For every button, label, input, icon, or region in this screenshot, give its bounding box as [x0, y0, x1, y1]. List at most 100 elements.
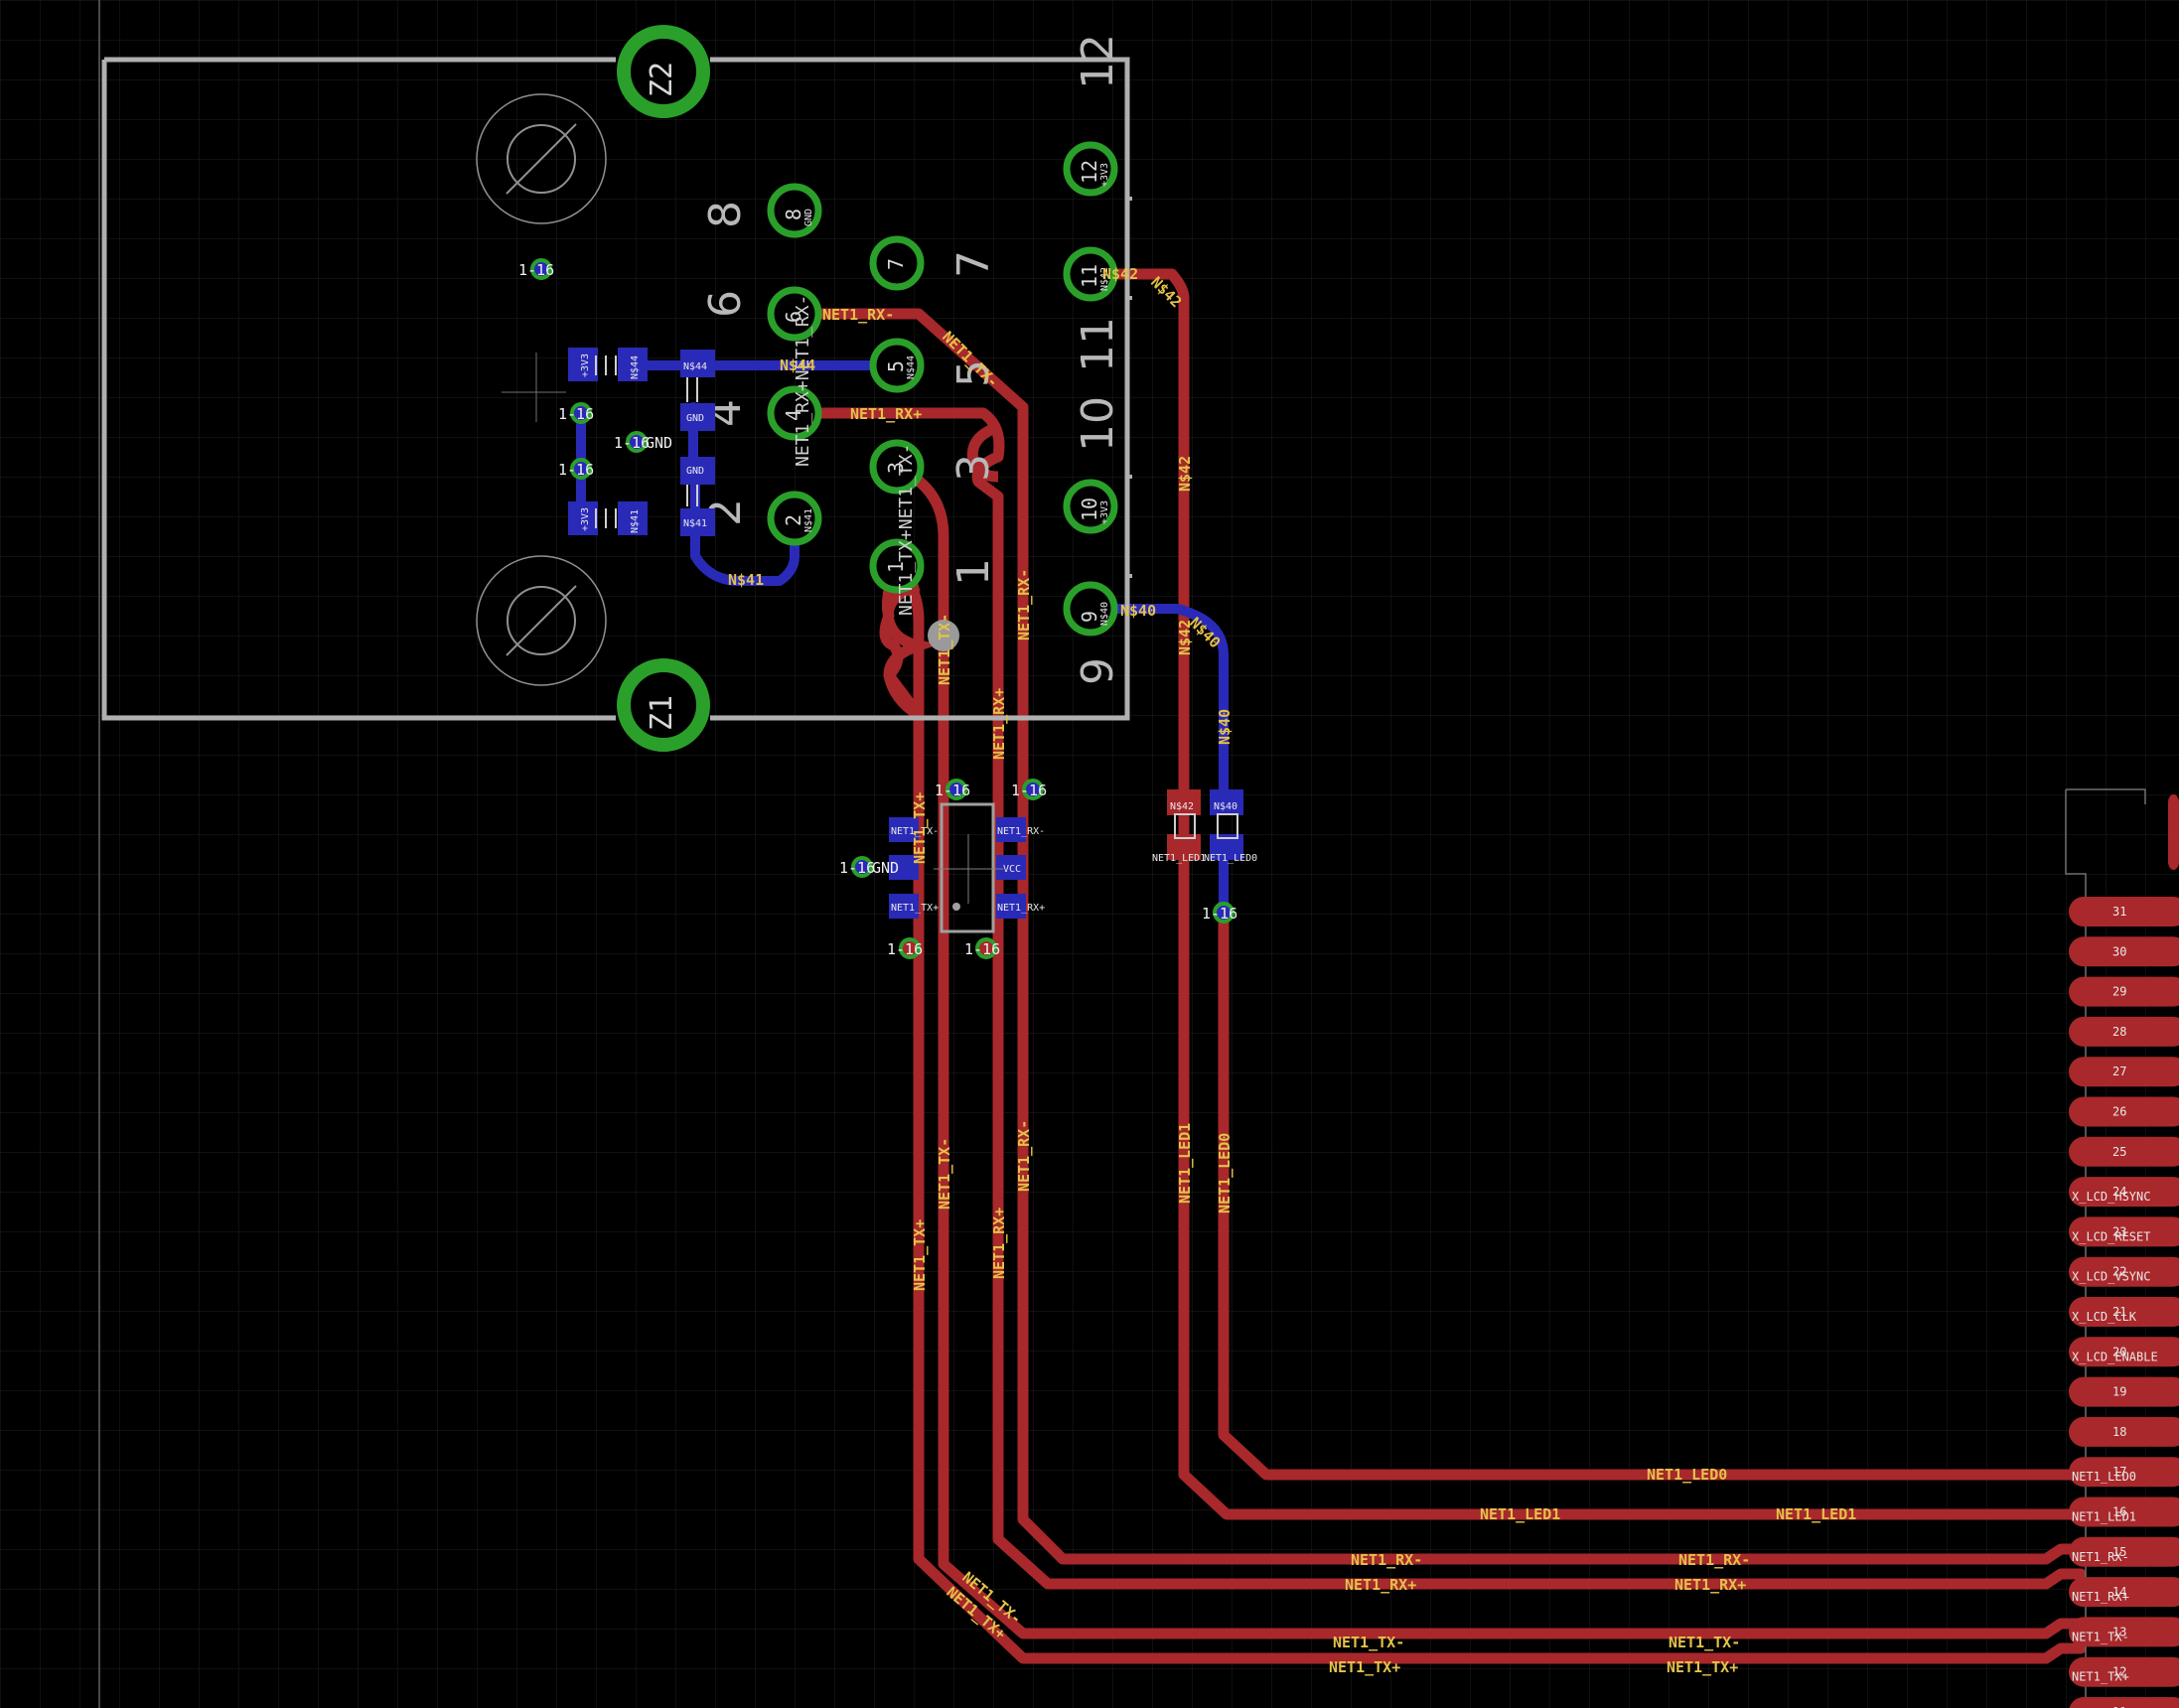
lbl-rx-minus-h1: NET1_RX-: [1351, 1551, 1422, 1569]
led-resistors[interactable]: N$42 N$40 NET1_LED1 NET1_LED0: [1152, 789, 1257, 864]
svg-text:3: 3: [884, 462, 908, 474]
svg-text:1-16: 1-16: [518, 261, 554, 279]
header-pad: [2069, 1416, 2179, 1447]
silk-8: 8: [700, 201, 751, 228]
mount-ring-z2[interactable]: Z2: [617, 25, 710, 118]
pad-6: 6: [767, 286, 822, 342]
header-pin[interactable]: 26: [2069, 1096, 2179, 1127]
header-pin-number: 29: [2112, 985, 2126, 999]
svg-text:1-16: 1-16: [558, 405, 594, 423]
res-led1: NET1_LED1: [1152, 853, 1206, 864]
header-pin[interactable]: 30: [2069, 936, 2179, 967]
lbl-n44-trace: N$44: [780, 356, 815, 374]
via-2: 1-16: [558, 402, 594, 424]
ic-pin-tx-minus: NET1_TX-: [891, 826, 939, 837]
stacked-tx-label: NET1_TX+NET1_TX-: [896, 444, 917, 616]
pad-10: 10+3V3: [1063, 479, 1118, 534]
lbl-n41-trace: N$41: [728, 571, 764, 589]
via-5: 1-16: [935, 779, 970, 800]
header-pin[interactable]: 11: [2069, 1697, 2179, 1708]
header-pin[interactable]: 22X_LCD_VSYNC: [2069, 1256, 2179, 1287]
silk-9: 9: [1073, 657, 1123, 685]
header-pin-number: 30: [2112, 944, 2126, 958]
via-10: 1-16: [1202, 902, 1237, 924]
trace-n40: [1088, 604, 1229, 809]
header-pin[interactable]: 28: [2069, 1016, 2179, 1047]
header-edge-pad: [2168, 794, 2179, 870]
header-pin[interactable]: 19: [2069, 1376, 2179, 1407]
origin-crosshair: [502, 353, 566, 422]
svg-text:5: 5: [884, 360, 908, 372]
lbl-tx-plus-h1: NET1_TX+: [1329, 1658, 1400, 1676]
header-pin[interactable]: 29: [2069, 976, 2179, 1007]
svg-text:1: 1: [884, 561, 908, 573]
header-pin[interactable]: 20X_LCD_ENABLE: [2069, 1337, 2179, 1367]
header-pin-number: 15: [2112, 1545, 2126, 1559]
ic-transformer[interactable]: NET1_TX- NET1_TX+ NET1_RX- VCC NET1_RX+: [889, 802, 1045, 933]
mount-hole-top: [476, 93, 607, 224]
lbl-led1-h2: NET1_LED1: [1776, 1505, 1856, 1523]
header-pin-label: X_LCD_CLK: [2072, 1310, 2137, 1324]
ic-pin-rx-plus: NET1_RX+: [997, 903, 1045, 914]
svg-text:1-16: 1-16: [964, 940, 1000, 958]
header-pin-number: 16: [2112, 1505, 2126, 1519]
z2-label: Z2: [645, 62, 679, 97]
header-pad: [2069, 1297, 2179, 1327]
svg-text:N$40: N$40: [1099, 602, 1110, 626]
header-pin[interactable]: 27: [2069, 1057, 2179, 1087]
lbl-rx-plus-v1: NET1_RX+: [990, 688, 1008, 760]
pad-5: 5N$44: [869, 338, 925, 393]
smd-n41-bot: N$41: [630, 509, 641, 533]
header-pin-label: NET1_TX-: [2072, 1630, 2129, 1643]
ic-pin-vcc: VCC: [1003, 864, 1021, 875]
connector-outline: [101, 57, 1130, 721]
header-pin-label: X_LCD_HSYNC: [2072, 1190, 2150, 1204]
res-led0: NET1_LED0: [1204, 853, 1257, 864]
header-pad: [2069, 1337, 2179, 1367]
lbl-rx-minus-v1: NET1_RX-: [1015, 569, 1033, 640]
svg-text:1-16: 1-16: [558, 461, 594, 479]
header-pin-label: NET1_RX+: [2072, 1590, 2129, 1604]
header-pin-label: NET1_RX-: [2072, 1550, 2129, 1564]
trace-n41: [690, 462, 799, 586]
pad-3: 3: [869, 439, 925, 495]
header-pin[interactable]: 21X_LCD_CLK: [2069, 1297, 2179, 1327]
trace-led1: [1096, 268, 2087, 1520]
trace-labels: NET1_RX- NET1_RX+ N$44 N$41 N$42 N$42 N$…: [728, 265, 1856, 1676]
header-pin-number: 11: [2112, 1705, 2126, 1708]
header-pin[interactable]: 31: [2069, 897, 2179, 926]
silk-3: 3: [948, 454, 999, 482]
header-pad: [2069, 1096, 2179, 1127]
header-pin-label: NET1_TX+: [2072, 1670, 2129, 1684]
header-pin[interactable]: 25: [2069, 1136, 2179, 1167]
svg-text:12: 12: [1078, 160, 1101, 184]
silk-1: 1: [948, 558, 999, 586]
rj45-connector: [101, 57, 1132, 721]
header-pin[interactable]: 18: [2069, 1416, 2179, 1447]
smd-gnd-2: GND: [686, 466, 704, 477]
lbl-tx-minus-v2: NET1_TX-: [936, 1138, 953, 1210]
svg-text:N$44: N$44: [906, 356, 917, 379]
lbl-led0-v: NET1_LED0: [1216, 1133, 1234, 1213]
silk-11: 11: [1073, 317, 1123, 372]
smd-n44-r: N$44: [683, 361, 707, 372]
header-pin[interactable]: 23X_LCD_RESET: [2069, 1216, 2179, 1247]
res-n40: N$40: [1214, 801, 1237, 812]
header-pin[interactable]: 24X_LCD_HSYNC: [2069, 1177, 2179, 1208]
header-pad: [2069, 1136, 2179, 1167]
mount-ring-z1[interactable]: Z1: [617, 658, 710, 752]
lbl-tx-plus-v2: NET1_TX+: [911, 1219, 929, 1291]
smd-3v3-top: +3V3: [580, 354, 591, 377]
lbl-led1-h1: NET1_LED1: [1480, 1505, 1560, 1523]
header-pin-number: 12: [2112, 1665, 2126, 1679]
svg-text:1-16: 1-16: [1011, 782, 1047, 799]
header-outline: [2065, 788, 2146, 1708]
